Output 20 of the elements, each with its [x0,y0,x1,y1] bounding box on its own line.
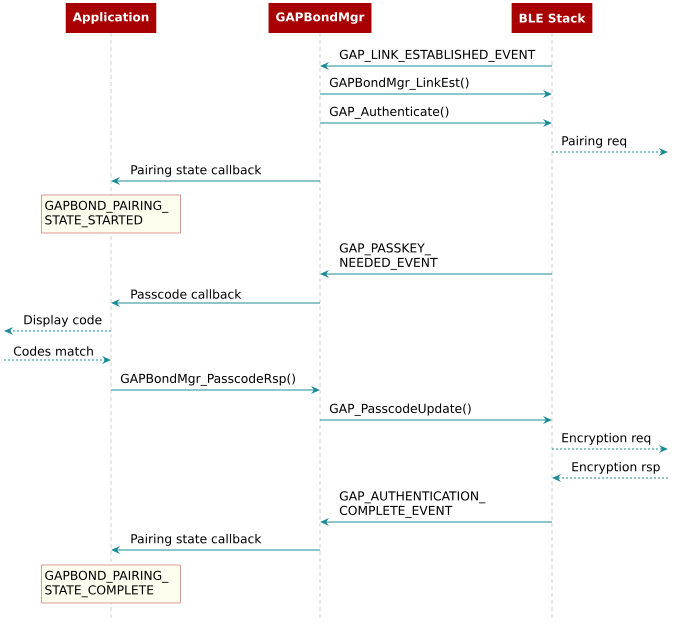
note-box: GAPBOND_PAIRING_ STATE_STARTED [41,194,181,234]
edge-label: GAPBondMgr_LinkEst() [330,78,468,90]
edge-label: Encryption req [562,432,650,445]
edge-label: GAP_LINK_ESTABLISHED_EVENT [340,50,536,62]
edge-label: GAPBondMgr_PasscodeRsp() [120,374,295,386]
edge-label: GAP_Authenticate() [330,106,448,119]
edge-label: Pairing state callback [131,534,262,546]
edge-label: GAP_PasscodeUpdate() [330,404,471,416]
edge-label: Encryption rsp [572,462,660,474]
participant-box: Application [66,3,156,33]
note-box: GAPBOND_PAIRING_ STATE_COMPLETE [41,564,181,604]
edge-label: GAP_AUTHENTICATION_ COMPLETE_EVENT [340,491,486,518]
edge-label: GAP_PASSKEY_ NEEDED_EVENT [340,243,438,270]
edge-label: Codes match [14,346,93,356]
participant-box: BLE Stack [512,3,592,33]
edge-label: Pairing req [562,136,626,148]
edge-label: Pairing state callback [131,164,262,177]
edge-label: Display code [24,314,102,327]
participant-box: GAPBondMgr [268,3,372,33]
edge-label: Passcode callback [131,289,242,299]
